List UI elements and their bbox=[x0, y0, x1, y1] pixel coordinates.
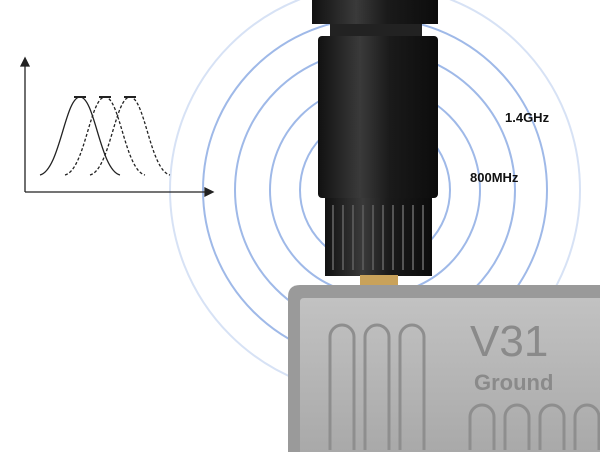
label-800mhz: 800MHz bbox=[470, 170, 519, 185]
device-variant: Ground bbox=[474, 370, 554, 395]
frequency-curves-graph bbox=[19, 56, 215, 198]
device-model: V31 bbox=[470, 317, 549, 366]
label-1-4ghz: 1.4GHz bbox=[505, 110, 550, 125]
device-body bbox=[288, 285, 600, 452]
antenna bbox=[312, 0, 438, 285]
